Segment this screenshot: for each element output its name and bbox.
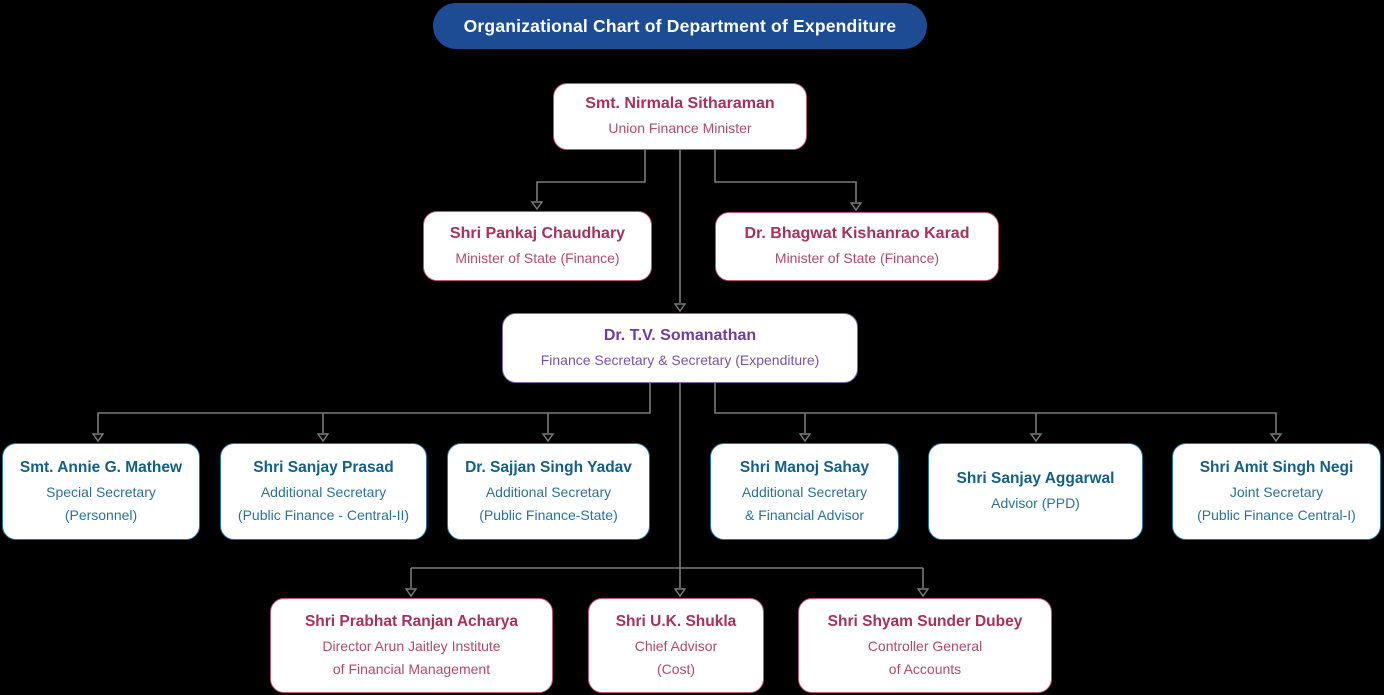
person-role: Additional Secretary — [741, 483, 868, 500]
org-node-sajjan-singh-yadav: Dr. Sajjan Singh Yadav Additional Secret… — [447, 443, 650, 540]
org-node-sanjay-prasad: Shri Sanjay Prasad Additional Secretary … — [220, 443, 427, 540]
chart-title: Organizational Chart of Department of Ex… — [433, 3, 927, 49]
org-node-prabhat-ranjan-acharya: Shri Prabhat Ranjan Acharya Director Aru… — [270, 598, 553, 693]
person-role: Advisor (PPD) — [991, 495, 1080, 511]
person-role: Minister of State (Finance) — [774, 250, 940, 266]
person-role: (Public Finance Central-I) — [1197, 506, 1356, 523]
org-node-bhagwat-karad: Dr. Bhagwat Kishanrao Karad Minister of … — [715, 212, 999, 281]
person-name: Shri Sanjay Prasad — [253, 458, 394, 476]
person-role: (Cost) — [656, 660, 696, 677]
org-node-sanjay-aggarwal: Shri Sanjay Aggarwal Advisor (PPD) — [928, 443, 1143, 540]
arrowhead-icons — [91, 201, 1283, 598]
person-role: Union Finance Minister — [608, 120, 752, 136]
org-node-pankaj-chaudhary: Shri Pankaj Chaudhary Minister of State … — [423, 211, 652, 281]
person-name: Smt. Annie G. Mathew — [19, 458, 183, 476]
person-role: of Financial Management — [332, 660, 491, 677]
person-role: (Personnel) — [64, 506, 138, 523]
person-name: Shri Amit Singh Negi — [1199, 458, 1354, 476]
person-role: Controller General — [867, 637, 983, 654]
person-name: Shri Shyam Sunder Dubey — [827, 612, 1023, 630]
person-name: Shri Sanjay Aggarwal — [956, 470, 1115, 487]
person-role: Finance Secretary & Secretary (Expenditu… — [540, 351, 820, 368]
person-role: Chief Advisor — [634, 637, 718, 654]
person-name: Shri U.K. Shukla — [615, 612, 737, 630]
person-name: Shri Manoj Sahay — [739, 458, 870, 476]
person-role: Joint Secretary — [1229, 483, 1324, 500]
person-name: Dr. Bhagwat Kishanrao Karad — [744, 225, 970, 242]
org-node-nirmala-sitharaman: Smt. Nirmala Sitharaman Union Finance Mi… — [553, 83, 807, 150]
org-node-manoj-sahay: Shri Manoj Sahay Additional Secretary & … — [710, 443, 899, 540]
org-node-amit-singh-negi: Shri Amit Singh Negi Joint Secretary (Pu… — [1172, 443, 1381, 540]
person-role: of Accounts — [888, 660, 962, 677]
org-node-tv-somanathan: Dr. T.V. Somanathan Finance Secretary & … — [502, 313, 858, 383]
org-node-annie-mathew: Smt. Annie G. Mathew Special Secretary (… — [2, 443, 200, 540]
person-role: Additional Secretary — [485, 483, 612, 500]
person-name: Dr. Sajjan Singh Yadav — [465, 458, 632, 476]
org-node-uk-shukla: Shri U.K. Shukla Chief Advisor (Cost) — [588, 598, 764, 693]
person-name: Shri Prabhat Ranjan Acharya — [304, 612, 519, 630]
person-role: & Financial Advisor — [744, 506, 865, 523]
person-role: (Public Finance - Central-II) — [237, 506, 410, 523]
person-name: Smt. Nirmala Sitharaman — [585, 95, 775, 112]
person-role: Director Arun Jaitley Institute — [322, 637, 501, 654]
person-role: (Public Finance-State) — [479, 506, 618, 523]
person-name: Shri Pankaj Chaudhary — [449, 224, 626, 242]
person-role: Special Secretary — [46, 483, 156, 500]
person-role: Additional Secretary — [260, 483, 387, 500]
person-name: Dr. T.V. Somanathan — [603, 326, 757, 344]
org-node-shyam-sunder-dubey: Shri Shyam Sunder Dubey Controller Gener… — [798, 598, 1052, 693]
person-role: Minister of State (Finance) — [455, 249, 620, 266]
